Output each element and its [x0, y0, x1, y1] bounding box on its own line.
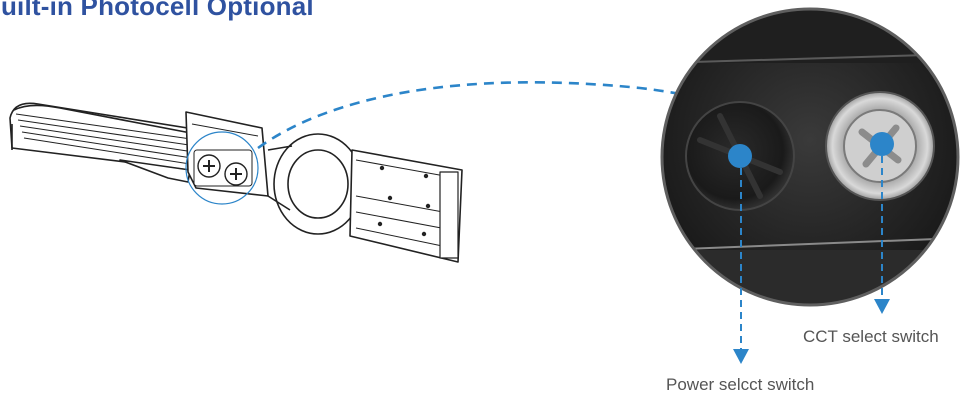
cct-select-switch-label: CCT select switch	[803, 327, 939, 347]
adjustment-screws	[194, 150, 252, 186]
cct-pointer-arrow	[874, 299, 890, 314]
power-select-switch-label: Power selcct switch	[666, 375, 814, 395]
power-pointer-arrow	[733, 349, 749, 364]
cct-switch-marker	[870, 132, 894, 156]
power-switch-marker	[728, 144, 752, 168]
